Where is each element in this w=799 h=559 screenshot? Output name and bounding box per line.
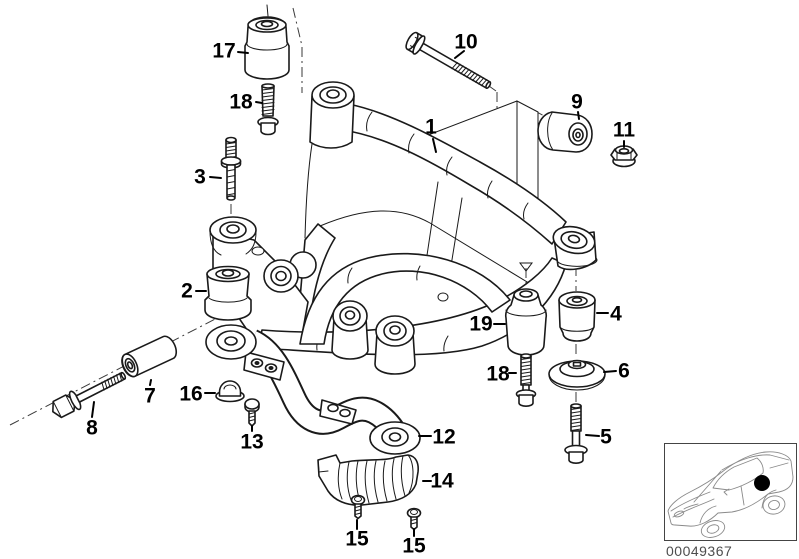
part-number: 00049367 xyxy=(666,543,732,559)
callout-label-6: 6 xyxy=(618,360,630,383)
axle-carrier-frame xyxy=(209,81,598,375)
callout-label-10: 10 xyxy=(454,31,477,54)
leader-line-6 xyxy=(603,370,617,373)
part-8-bolt xyxy=(52,371,127,419)
leader-line-8 xyxy=(91,401,95,418)
leader-line-9 xyxy=(577,111,580,120)
part-13-screw xyxy=(244,398,260,427)
callout-label-13: 13 xyxy=(240,431,263,454)
part-4-rubber-mounting xyxy=(558,291,596,342)
part-5-bolt xyxy=(564,403,588,464)
part-18-bolt-lower xyxy=(515,353,537,407)
callout-label-9: 9 xyxy=(571,91,583,114)
leader-line-10 xyxy=(454,50,465,59)
callout-label-1: 1 xyxy=(425,116,437,139)
leader-line-18 xyxy=(255,101,263,104)
callout-label-5: 5 xyxy=(600,426,612,449)
callout-label-4: 4 xyxy=(610,303,622,326)
leader-line-7 xyxy=(149,379,152,386)
callout-label-14: 14 xyxy=(430,470,454,493)
part-7-bushing xyxy=(121,335,178,378)
callout-label-15: 15 xyxy=(402,535,426,558)
part-18-bolt-upper xyxy=(257,83,279,136)
callout-label-17: 17 xyxy=(212,40,235,63)
callout-label-7: 7 xyxy=(144,385,156,408)
part-3-stud xyxy=(220,136,242,201)
callout-label-8: 8 xyxy=(86,417,98,440)
part-14-heat-shield xyxy=(317,454,419,506)
callout-label-18: 18 xyxy=(486,363,510,386)
callout-label-3: 3 xyxy=(194,166,206,189)
part-15-screw-right xyxy=(406,507,422,531)
thumbnail-frame xyxy=(664,443,797,541)
leader-line-17 xyxy=(237,51,249,54)
leader-line-1 xyxy=(432,138,437,153)
callout-label-15: 15 xyxy=(345,528,369,551)
part-12-cross-brace xyxy=(205,324,421,455)
part-15-screw-left xyxy=(350,494,366,520)
callout-label-16: 16 xyxy=(179,383,202,406)
callout-label-19: 19 xyxy=(469,313,492,336)
car-thumbnail: 00049367 xyxy=(664,443,797,559)
part-19-rubber-buffer xyxy=(504,288,548,356)
callout-label-18: 18 xyxy=(229,91,253,114)
location-marker-dot xyxy=(754,475,770,491)
callout-label-11: 11 xyxy=(613,119,636,142)
part-10-bolt xyxy=(405,31,492,90)
callout-label-12: 12 xyxy=(432,426,455,449)
leader-line-3 xyxy=(209,176,222,179)
callout-label-2: 2 xyxy=(181,280,193,303)
part-11-flange-nut xyxy=(610,145,638,168)
leader-line-5 xyxy=(585,434,600,437)
part-17-vibration-damper xyxy=(244,16,290,80)
part-9-bushing xyxy=(537,111,593,153)
car-outline-icon xyxy=(667,451,794,538)
part-16-cap xyxy=(215,380,245,403)
part-2-rubber-mounting xyxy=(204,265,252,321)
part-6-stop-disc xyxy=(548,359,606,391)
